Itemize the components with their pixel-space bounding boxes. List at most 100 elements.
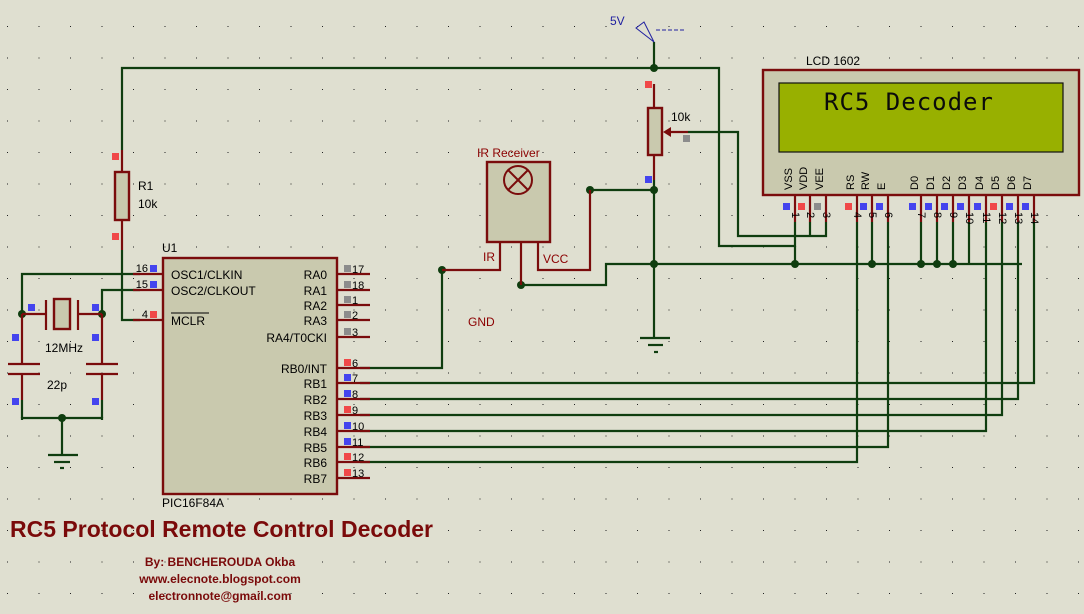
grid-dot xyxy=(542,435,544,437)
grid-dot xyxy=(1078,561,1079,563)
lcd-pin-rs[interactable]: 4RS xyxy=(845,175,863,222)
pin-name: D2 xyxy=(941,176,953,190)
grid-dot xyxy=(38,593,40,594)
grid-dot xyxy=(1078,246,1079,248)
grid-dot xyxy=(1015,530,1016,531)
grid-dot xyxy=(542,246,544,248)
grid-dot xyxy=(700,404,701,405)
grid-dot xyxy=(952,278,953,279)
grid-dot xyxy=(605,215,607,216)
grid-dot xyxy=(983,215,985,216)
grid-dot xyxy=(1078,309,1079,311)
grid-dot xyxy=(731,309,733,311)
grid-dot xyxy=(983,341,985,342)
email-link[interactable]: electronnote@gmail.com xyxy=(148,589,292,603)
lcd-pin-d0[interactable]: 7D0 xyxy=(909,176,927,222)
pot-value: 10k xyxy=(671,110,691,124)
grid-dot xyxy=(448,561,449,563)
grid-dot xyxy=(385,309,386,311)
grid-dot xyxy=(7,561,8,563)
potentiometer[interactable]: 10k xyxy=(645,81,691,183)
ir-receiver[interactable]: IR Receiver IR GND VCC xyxy=(442,146,592,329)
grid-dot xyxy=(511,57,512,59)
pin-number: 12 xyxy=(996,212,1008,224)
crystal-oscillator[interactable]: 12MHz xyxy=(22,297,102,355)
grid-dot xyxy=(826,309,827,311)
grid-dot xyxy=(857,593,859,594)
grid-dot xyxy=(101,498,103,500)
grid-dot xyxy=(227,120,229,122)
grid-dot xyxy=(857,467,859,468)
grid-dot xyxy=(511,593,512,594)
resistor-r1[interactable]: R1 10k xyxy=(112,150,158,250)
grid-dot xyxy=(322,152,323,153)
grid-dot xyxy=(983,57,985,59)
grid-dot xyxy=(479,341,481,342)
grid-dot xyxy=(259,593,260,594)
website-link[interactable]: www.elecnote.blogspot.com xyxy=(139,572,301,586)
grid-dot xyxy=(700,341,701,342)
capacitor-c1[interactable] xyxy=(8,314,40,405)
lcd-1602[interactable]: LCD 1602 RC5 Decoder 1VSS2VDD3VEE4RS5RW6… xyxy=(761,54,1081,224)
lcd-pin-rw[interactable]: 5RW xyxy=(860,171,878,222)
pin-number: 11 xyxy=(352,437,363,449)
pin-state-indicator xyxy=(860,203,867,210)
grid-dot xyxy=(668,246,670,248)
grid-dot xyxy=(227,89,229,90)
grid-dot xyxy=(416,278,418,279)
grid-dot xyxy=(196,152,197,153)
grid-dot xyxy=(542,467,544,468)
lcd-pin-d2[interactable]: 9D2 xyxy=(941,176,959,222)
pin-name: D4 xyxy=(974,176,986,190)
grid-dot xyxy=(7,26,8,27)
grid-dot xyxy=(164,57,166,59)
grid-dot xyxy=(164,498,166,500)
pin-state-indicator xyxy=(344,390,351,397)
pin-number: 3 xyxy=(820,212,832,218)
capacitor-c2[interactable]: 22p xyxy=(47,314,118,405)
grid-dot xyxy=(385,26,386,27)
grid-dot xyxy=(70,57,71,59)
grid-dot xyxy=(353,246,355,248)
lcd-pin-e[interactable]: 6E xyxy=(876,183,894,222)
power-terminal[interactable]: 5V xyxy=(610,14,686,43)
grid-dot xyxy=(101,435,103,437)
grid-dot xyxy=(731,561,733,563)
grid-dot xyxy=(70,183,71,185)
grid-dot xyxy=(920,372,922,374)
grid-dot xyxy=(826,561,827,563)
pin-name: RA3 xyxy=(304,314,328,328)
grid-dot xyxy=(952,341,953,342)
wire-rb0 xyxy=(360,270,444,370)
pin-state-indicator xyxy=(990,203,997,210)
grid-dot xyxy=(983,404,985,405)
grid-dot xyxy=(668,57,670,59)
grid-dot xyxy=(227,183,229,185)
lcd-pin-d1[interactable]: 8D1 xyxy=(925,176,943,222)
